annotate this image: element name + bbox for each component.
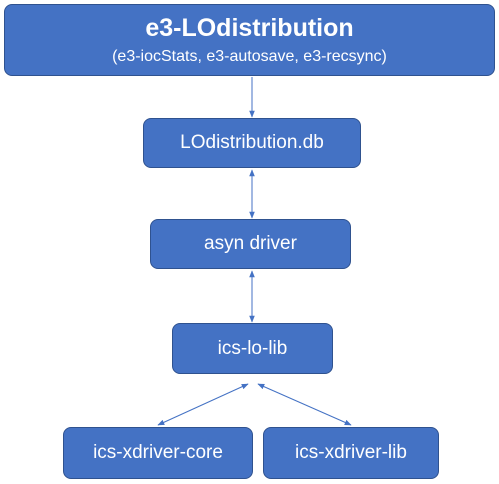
node-db-label: LOdistribution.db	[180, 132, 324, 153]
node-asyn-driver: asyn driver	[150, 219, 351, 269]
node-asyn-label: asyn driver	[204, 233, 297, 254]
node-lodistribution-db: LOdistribution.db	[143, 118, 361, 168]
node-core-label: ics-xdriver-core	[93, 442, 223, 463]
node-xlib-label: ics-xdriver-lib	[295, 442, 407, 463]
edge-lib-core	[157, 383, 249, 426]
node-ics-xdriver-lib: ics-xdriver-lib	[263, 427, 439, 479]
node-main-title: e3-LOdistribution	[145, 14, 354, 42]
node-main-subtitle: (e3-iocStats, e3-autosave, e3-recsync)	[112, 48, 387, 65]
node-ics-lo-lib: ics-lo-lib	[172, 323, 333, 374]
node-e3-lodistribution: e3-LOdistribution (e3-iocStats, e3-autos…	[4, 4, 495, 76]
node-lib-label: ics-lo-lib	[217, 337, 288, 359]
edge-lib-xlib	[257, 383, 352, 426]
node-ics-xdriver-core: ics-xdriver-core	[63, 427, 253, 479]
